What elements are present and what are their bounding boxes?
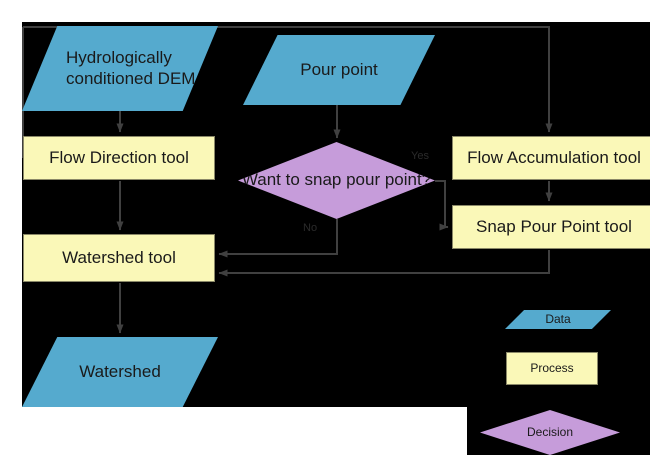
- node-hydrologically-conditioned-dem[interactable]: Hydrologically conditioned DEM: [22, 26, 218, 111]
- node-watershed-tool[interactable]: Watershed tool: [23, 234, 215, 282]
- node-watershed[interactable]: Watershed: [22, 337, 218, 407]
- node-label: Flow Accumulation tool: [467, 147, 641, 167]
- node-flow-accumulation-tool[interactable]: Flow Accumulation tool: [452, 136, 650, 180]
- legend-label: Process: [530, 361, 574, 376]
- node-label: Watershed tool: [62, 247, 176, 267]
- edge-label-no: No: [303, 222, 318, 234]
- node-label: Want to snap pour point?: [241, 170, 432, 190]
- node-label: Flow Direction tool: [49, 147, 189, 167]
- node-label: Pour point: [300, 59, 378, 79]
- node-label: Watershed: [79, 361, 161, 381]
- node-label: Hydrologically conditioned DEM: [66, 48, 196, 88]
- node-pour-point[interactable]: Pour point: [243, 35, 435, 105]
- legend-label: Data: [545, 312, 571, 327]
- edge-label-yes: Yes: [411, 150, 429, 162]
- legend-item-process: Process: [506, 352, 598, 385]
- node-flow-direction-tool[interactable]: Flow Direction tool: [23, 136, 215, 180]
- node-label: Snap Pour Point tool: [476, 216, 632, 236]
- legend-label: Decision: [526, 425, 574, 440]
- node-snap-pour-point-tool[interactable]: Snap Pour Point tool: [452, 205, 650, 249]
- legend-item-data: Data: [505, 310, 611, 329]
